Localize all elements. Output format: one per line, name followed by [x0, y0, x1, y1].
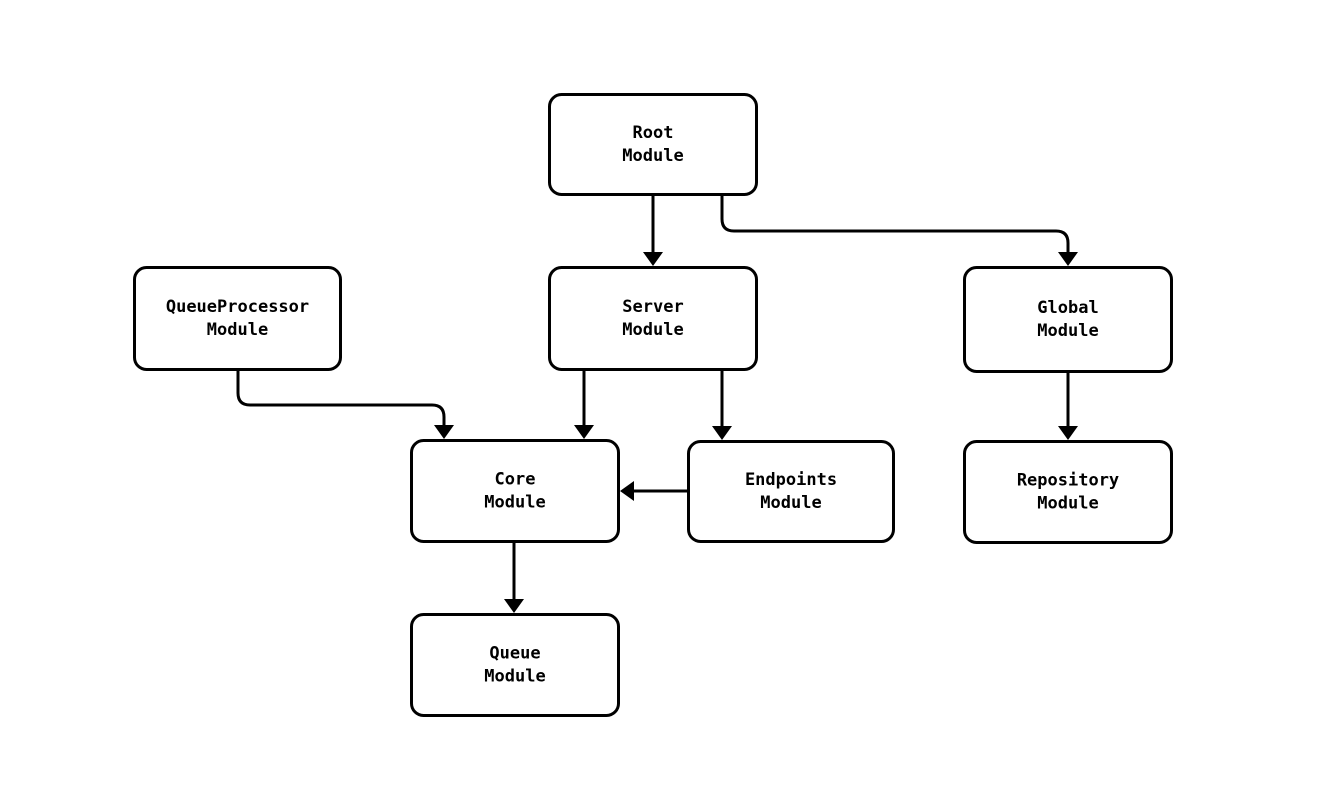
repository-module-node-box[interactable] — [963, 440, 1173, 544]
edge-server-to-core-arrowhead — [574, 425, 594, 439]
edge-endpoints-to-core-arrowhead — [620, 481, 634, 501]
queue-module-node-label-line-2: Module — [484, 667, 545, 687]
edges-layer — [236, 196, 1078, 613]
global-module-node-box[interactable] — [963, 266, 1173, 373]
edge-global-to-repository-arrowhead — [1058, 426, 1078, 440]
core-module-node-box[interactable] — [410, 439, 620, 543]
nodes-layer: RootModuleQueueProcessorModuleServerModu… — [133, 93, 1173, 717]
edge-global-to-repository — [1058, 373, 1078, 440]
global-module-node-label-line-1: Global — [1037, 298, 1098, 318]
edge-queueprocessor-to-core — [236, 371, 454, 439]
endpoints-module-node-label-line-1: Endpoints — [745, 470, 837, 490]
edge-root-to-global-line — [720, 196, 1070, 252]
endpoints-module-node-label-line-2: Module — [760, 493, 821, 513]
edge-server-to-endpoints-arrowhead — [712, 426, 732, 440]
edge-core-to-queue-arrowhead — [504, 599, 524, 613]
edge-server-to-endpoints — [712, 371, 732, 440]
server-module-node-label-line-2: Module — [622, 320, 683, 340]
queue-module-node-label-line-1: Queue — [489, 644, 540, 664]
global-module-node-label-line-2: Module — [1037, 321, 1098, 341]
queueprocessor-module-node-label-line-1: QueueProcessor — [166, 297, 309, 317]
queueprocessor-module-node-label-line-2: Module — [207, 320, 268, 340]
edge-root-to-server-arrowhead — [643, 252, 663, 266]
edge-endpoints-to-core — [620, 481, 687, 501]
edge-root-to-global-arrowhead — [1058, 252, 1078, 266]
edge-server-to-core — [574, 371, 594, 439]
root-module-node-label-line-1: Root — [633, 123, 674, 143]
repository-module-node-label-line-2: Module — [1037, 494, 1098, 514]
core-module-node-label-line-1: Core — [495, 470, 536, 490]
root-module-node-box[interactable] — [548, 93, 758, 196]
edge-queueprocessor-to-core-line — [236, 371, 446, 425]
server-module-node-label-line-1: Server — [622, 297, 683, 317]
queueprocessor-module-node-box[interactable] — [133, 266, 342, 371]
queue-module-node-box[interactable] — [410, 613, 620, 717]
repository-module-node-label-line-1: Repository — [1017, 471, 1119, 491]
core-module-node-label-line-2: Module — [484, 493, 545, 513]
server-module-node-box[interactable] — [548, 266, 758, 371]
edge-root-to-server — [643, 196, 663, 266]
edge-core-to-queue — [504, 543, 524, 613]
endpoints-module-node-box[interactable] — [687, 440, 895, 543]
edge-root-to-global — [720, 196, 1078, 266]
root-module-node-label-line-2: Module — [622, 146, 683, 166]
edge-queueprocessor-to-core-arrowhead — [434, 425, 454, 439]
